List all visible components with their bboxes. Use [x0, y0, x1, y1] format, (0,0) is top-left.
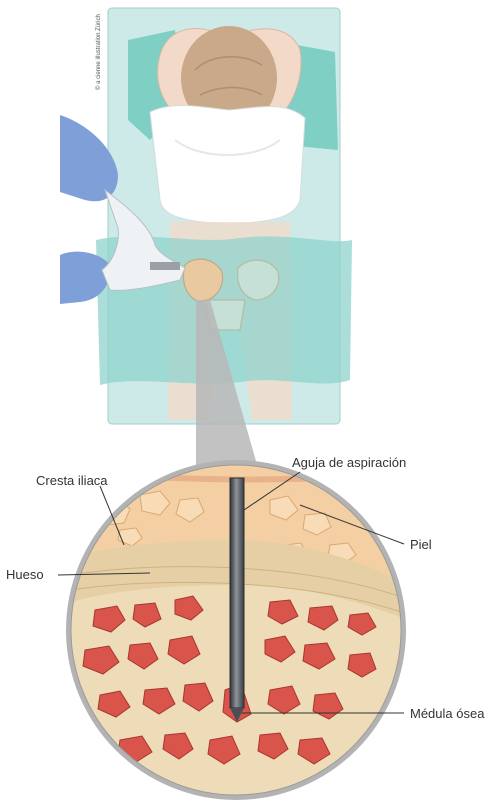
- label-aguja-de-aspiracion: Aguja de aspiración: [292, 456, 406, 469]
- label-hueso: Hueso: [6, 568, 44, 581]
- aspiration-needle: [230, 478, 244, 708]
- shirt: [150, 106, 305, 224]
- label-piel: Piel: [410, 538, 432, 551]
- label-medula-osea: Médula ósea: [410, 707, 484, 720]
- label-cresta-iliaca: Cresta iliaca: [36, 474, 108, 487]
- illustration-credit: © a cienne illustration Zürich: [96, 14, 102, 90]
- magnified-section: [60, 460, 420, 800]
